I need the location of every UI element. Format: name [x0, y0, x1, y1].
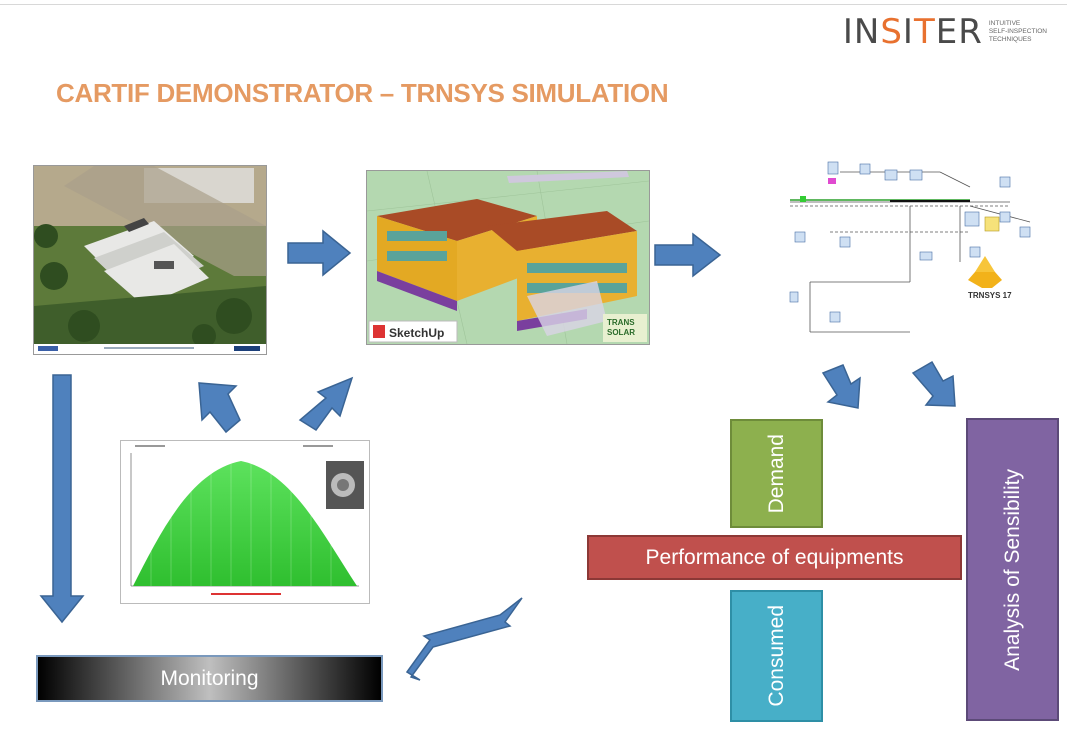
aerial-photo — [33, 165, 267, 355]
top-divider — [0, 4, 1067, 5]
performance-label: Performance of equipments — [645, 545, 904, 569]
slide-title: CARTIF DEMONSTRATOR – TRNSYS SIMULATION — [56, 78, 669, 108]
demand-label: Demand — [764, 433, 788, 514]
consumed-label: Consumed — [764, 605, 788, 707]
transsolar-label-2: SOLAR — [607, 328, 635, 337]
demand-box: Demand — [730, 419, 823, 528]
arrow-sketchup-to-trnsys — [654, 232, 722, 278]
consumed-box: Consumed — [730, 590, 823, 722]
trnsys-model-diagram: TRNSYS 17 — [770, 152, 1050, 337]
sensibility-box: Analysis of Sensibility — [966, 418, 1059, 721]
monitoring-chart-image — [120, 440, 370, 604]
logo-tagline: INTUITIVE SELF-INSPECTION TECHNIQUES — [988, 20, 1047, 43]
sketchup-label: SketchUp — [389, 326, 444, 340]
insiter-logo: INSITER INTUITIVE SELF-INSPECTION TECHNI… — [843, 12, 1047, 52]
monitoring-box: Monitoring — [36, 655, 383, 702]
arrow-chart-to-sketchup — [298, 376, 354, 432]
arrow-chart-to-photo — [198, 382, 241, 434]
arrow-photo-to-sketchup — [287, 229, 352, 277]
arrow-monitoring-performance — [405, 597, 523, 681]
monitoring-label: Monitoring — [160, 666, 259, 690]
arrow-trnsys-to-sensibility — [911, 360, 956, 407]
sensibility-label: Analysis of Sensibility — [1000, 468, 1024, 671]
arrow-trnsys-to-demand — [821, 364, 861, 409]
performance-box: Performance of equipments — [587, 535, 962, 580]
arrow-down-left — [39, 374, 85, 624]
trnsys-label: TRNSYS 17 — [968, 291, 1012, 300]
logo-wordmark: INSITER — [842, 12, 983, 52]
sketchup-model-image: SketchUp TRANS SOLAR — [366, 170, 650, 345]
transsolar-label-1: TRANS — [607, 318, 635, 327]
